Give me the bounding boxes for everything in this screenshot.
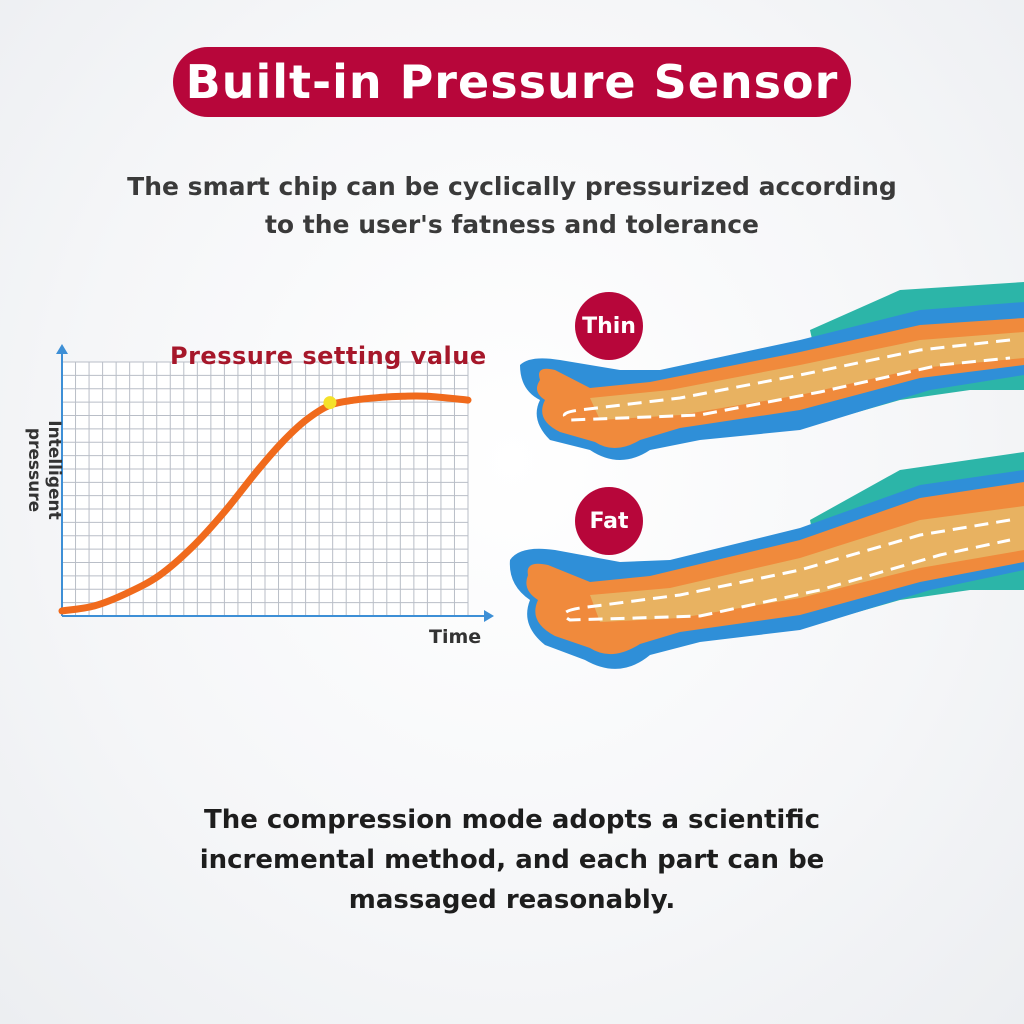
fat-badge-label: Fat (589, 508, 629, 534)
x-axis-label: Time (429, 626, 482, 648)
subtitle: The smart chip can be cyclically pressur… (80, 168, 944, 244)
legs-illustration (509, 282, 1024, 669)
y-axis-label: Intelligent pressure (24, 420, 64, 520)
thin-leg (520, 282, 1024, 460)
title-banner: Built-in Pressure Sensor (173, 47, 851, 117)
x-axis-arrow (484, 610, 494, 622)
subtitle-line-1: The smart chip can be cyclically pressur… (127, 172, 897, 201)
bottom-line-3: massaged reasonably. (348, 885, 676, 915)
thin-badge: Thin (575, 292, 643, 360)
thin-leg-flow-arrows (562, 338, 1011, 422)
thin-badge-label: Thin (582, 313, 636, 339)
bottom-line-1: The compression mode adopts a scientific (203, 805, 821, 835)
chart-title: Pressure setting value (170, 342, 487, 370)
subtitle-line-2: to the user's fatness and tolerance (264, 210, 760, 239)
pressure-curve (58, 392, 472, 615)
thin-leg-highlight (590, 332, 1024, 420)
page-title: Built-in Pressure Sensor (185, 55, 839, 109)
fat-badge: Fat (575, 487, 643, 555)
pressure-chart (56, 344, 494, 622)
y-axis-arrow (56, 344, 68, 354)
pressure-setting-marker (323, 396, 337, 410)
bottom-description: The compression mode adopts a scientific… (120, 800, 904, 920)
fat-leg-flow-arrows (562, 518, 1011, 622)
fat-leg (509, 452, 1024, 669)
bottom-line-2: incremental method, and each part can be (199, 845, 825, 875)
